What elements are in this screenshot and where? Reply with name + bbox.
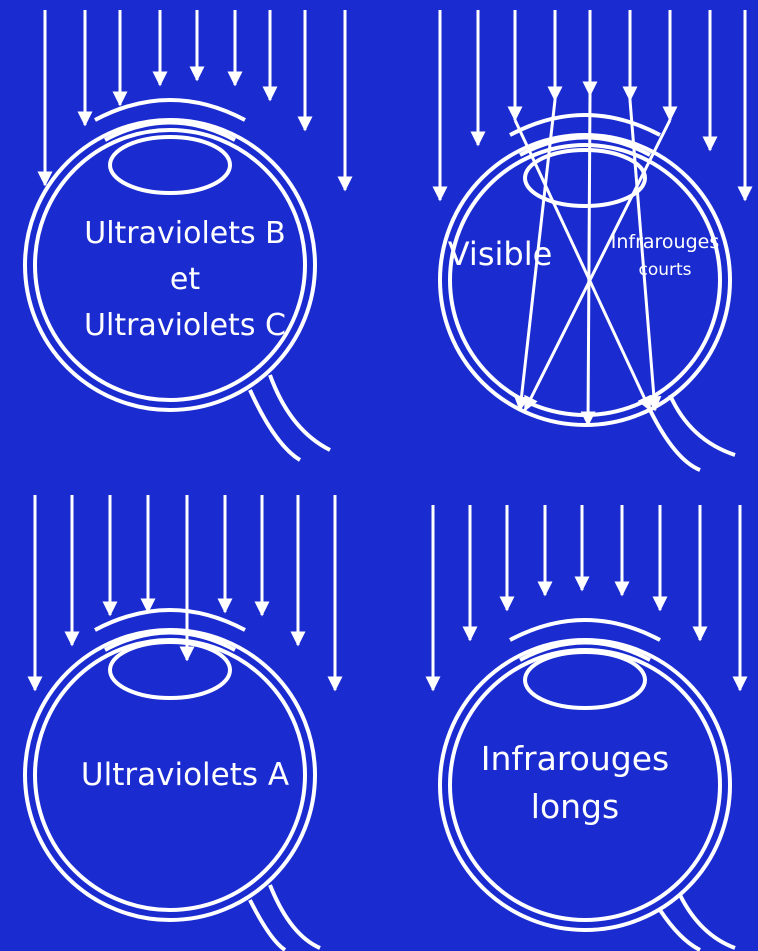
ir-short-label-line-2: courts [638, 260, 691, 280]
panel-label-line-1: Ultraviolets B [84, 216, 286, 251]
ir-short-label-line-1: Infrarouges [611, 231, 720, 253]
ir-long-label-line-2: longs [531, 787, 619, 826]
incoming-rays [45, 10, 345, 190]
panel-visible-ir-short: Visible Infrarouges courts [440, 10, 745, 470]
panel-ir-long: Infrarouges longs [433, 505, 740, 950]
incoming-rays [440, 10, 745, 200]
eye-outline [440, 620, 735, 950]
uva-label: Ultraviolets A [81, 757, 289, 793]
ir-long-label-line-1: Infrarouges [481, 739, 669, 778]
visible-label: Visible [448, 235, 553, 273]
panel-uva: Ultraviolets A [25, 495, 335, 950]
panel-uvb-uvc: Ultraviolets B et Ultraviolets C [25, 10, 345, 460]
incoming-rays [433, 505, 740, 690]
panel-label-line-3: Ultraviolets C [84, 308, 286, 343]
panel-label-line-2: et [170, 262, 200, 297]
